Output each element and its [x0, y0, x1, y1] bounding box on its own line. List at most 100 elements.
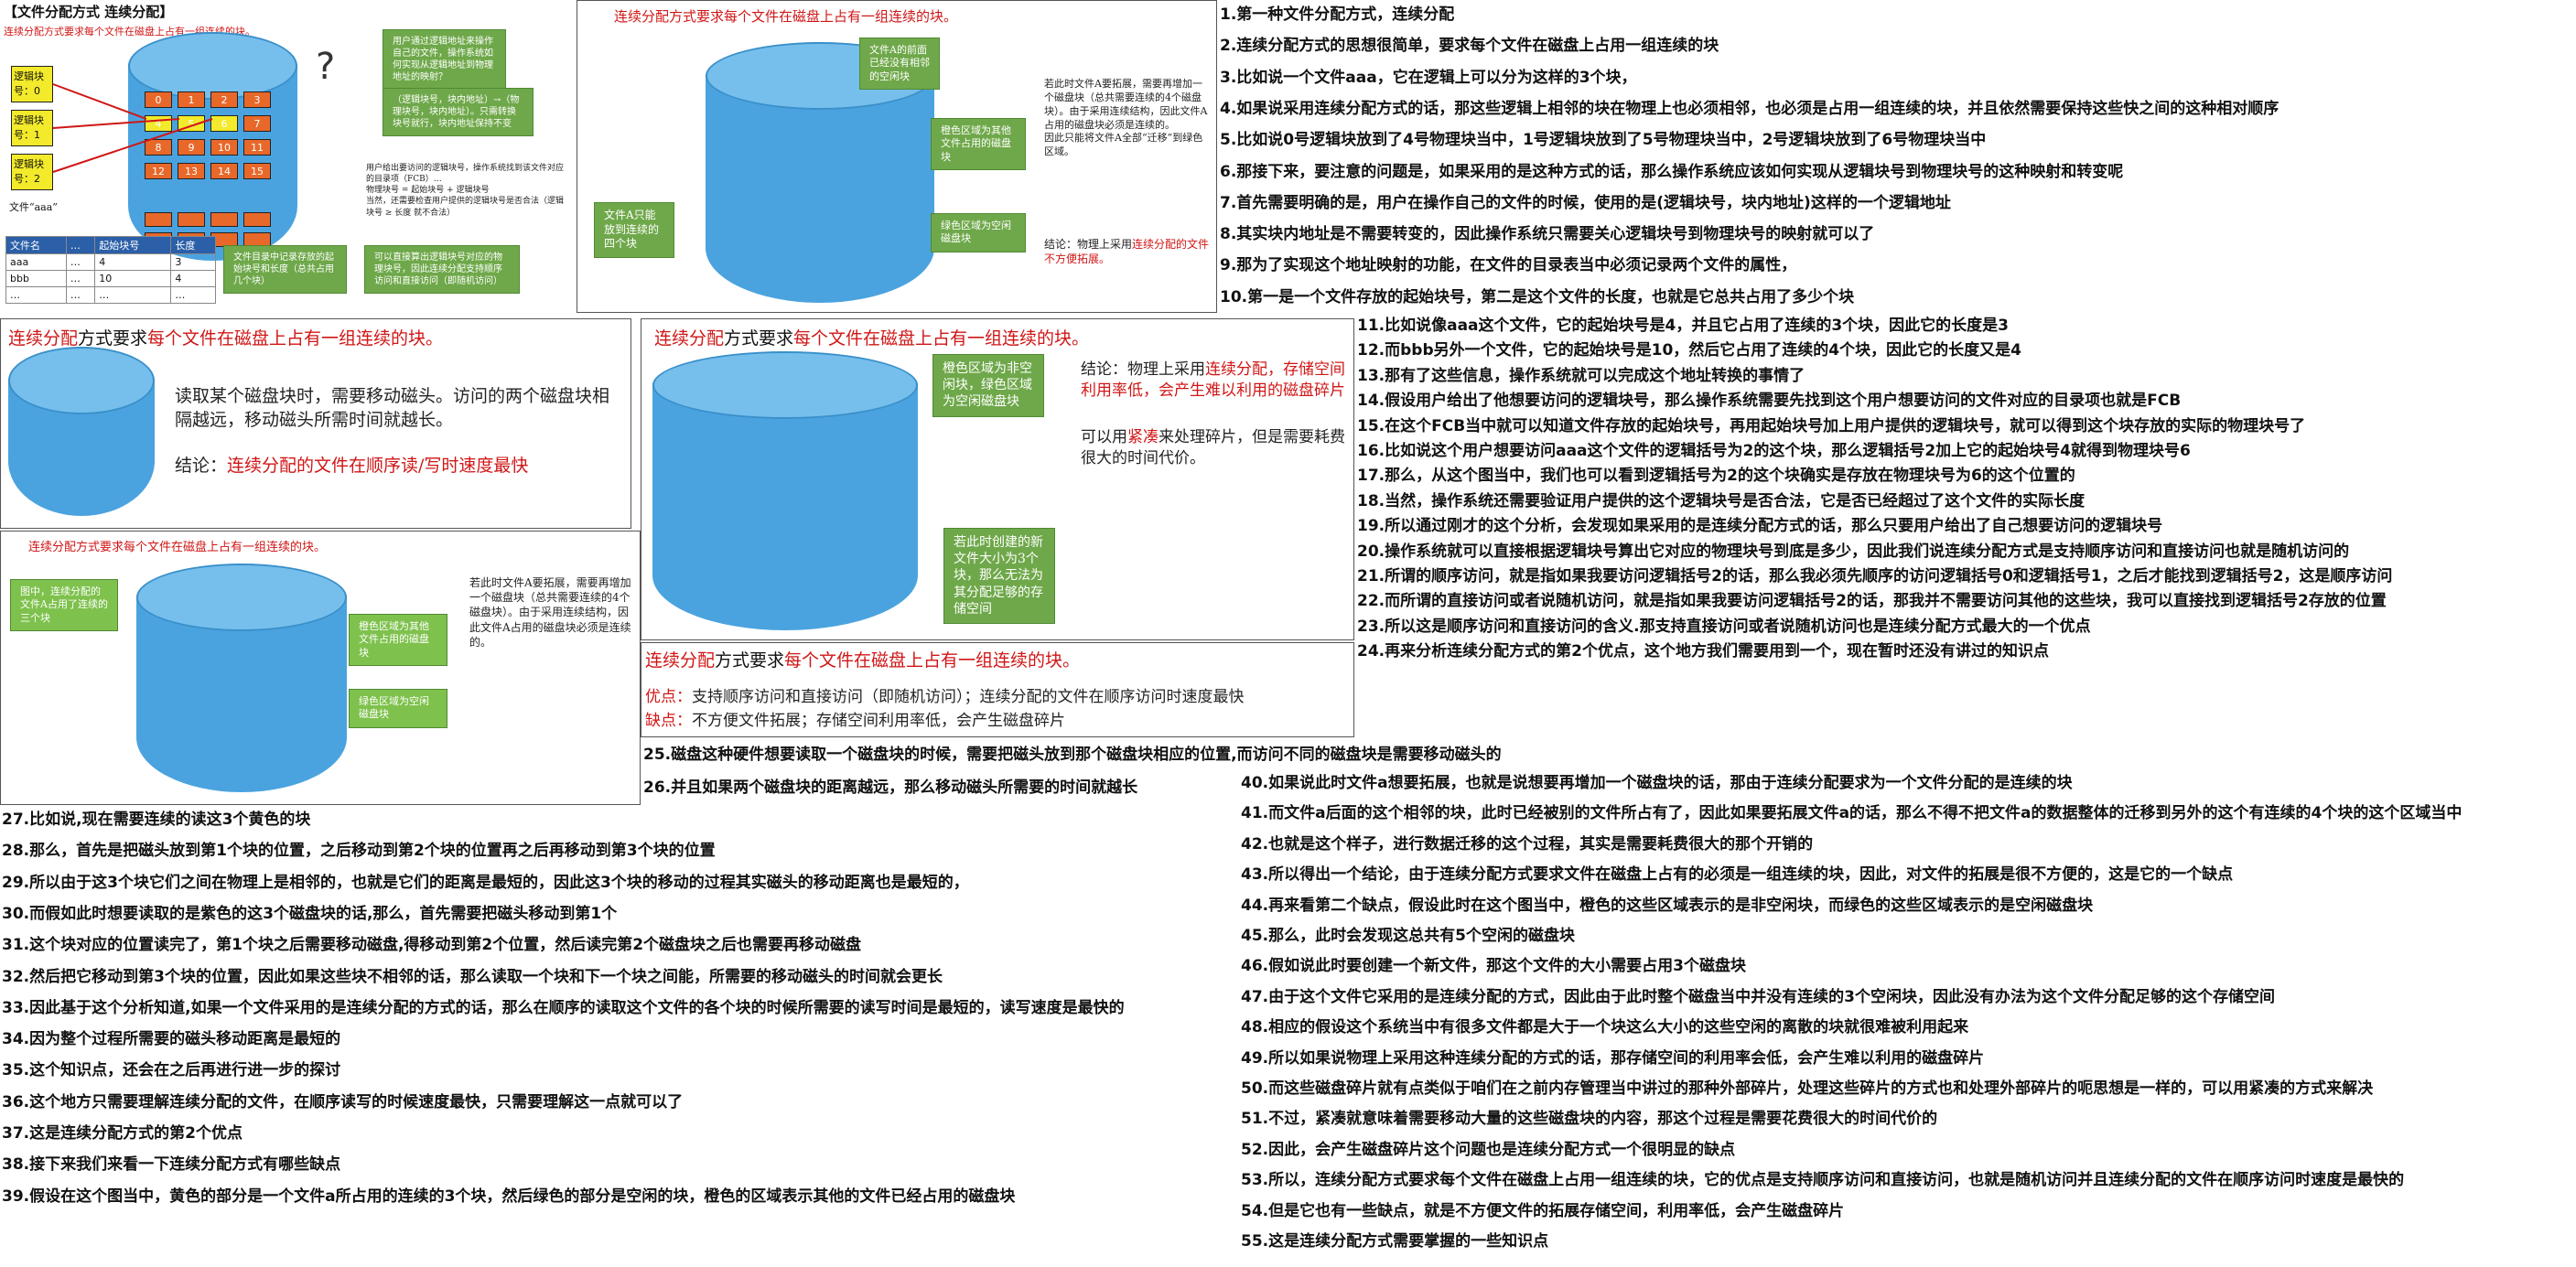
panel-expansion: 连续分配方式要求每个文件在磁盘上占有一组连续的块。 文件A的前面已经没有相邻的空…	[577, 0, 1217, 313]
disk-block: 10	[210, 139, 238, 156]
step-item: 11.比如说像aaa这个文件，它的起始块号是4，并且它占用了连续的3个块，因此它…	[1357, 317, 2010, 335]
step-item: 52.因此，会产生磁盘碎片这个问题也是连续分配方式一个很明显的缺点	[1241, 1140, 1736, 1159]
step-item: 21.所谓的顺序访问，就是指如果我要访问逻辑括号2的话，那么我必须先顺序的访问逻…	[1357, 567, 2393, 585]
dir-header-length: 长度	[170, 236, 216, 254]
bubble-directory-record: 文件目录中记录存放的起始块号和长度（总共占用几个块）	[223, 245, 347, 294]
step-item: 55.这是连续分配方式需要掌握的一些知识点	[1241, 1232, 1549, 1251]
conclusion-sequential-fast: 结论：连续分配的文件在顺序读/写时速度最快	[175, 456, 529, 476]
note-physical-formula: 用户给出要访问的逻辑块号，操作系统找到该文件对应的目录项（FCB）… 物理块号 …	[366, 164, 565, 218]
step-item: 20.操作系统就可以直接根据逻辑块号算出它对应的物理块号到底是多少，因此我们说连…	[1357, 542, 2350, 561]
panel-d-title: 连续分配方式要求每个文件在磁盘上占有一组连续的块。	[654, 328, 1090, 349]
note-expansion: 若此时文件A要拓展，需要再增加一个磁盘块（总共需要连续的4个磁盘块）。由于采用连…	[1044, 78, 1208, 158]
step-item: 49.所以如果说物理上采用这种连续分配的方式的话，那存储空间的利用率会低，会产生…	[1241, 1048, 1985, 1068]
disk-block: 12	[145, 163, 172, 179]
note-expansion-small: 若此时文件A要拓展，需要再增加一个磁盘块（总共需要连续的4个磁盘块）。由于采用连…	[469, 576, 631, 649]
step-item: 10.第一是一个文件存放的起始块号，第二是这个文件的长度，也就是它总共占用了多少…	[1220, 287, 1855, 306]
bubble-no-adjacent-free: 文件A的前面已经没有相邻的空闲块	[859, 38, 940, 90]
step-item: 6.那接下来，要注意的问题是，如果采用的是这种方式的话，那么操作系统应该如何实现…	[1220, 162, 2124, 181]
dir-header-etc: …	[65, 236, 96, 254]
table-row: …………	[5, 286, 216, 304]
summary-disadvantages: 缺点：不方便文件拓展；存储空间利用率低，会产生磁盘碎片	[645, 712, 1065, 730]
step-item: 12.而bbb另外一个文件，它的起始块号是10，然后它占用了连续的4个块，因此它…	[1357, 341, 2021, 360]
step-item: 17.那么，从这个图当中，我们也可以看到逻辑括号为2的这个块确实是存放在物理块号…	[1357, 467, 2075, 486]
disk-block	[210, 212, 238, 227]
step-item: 44.再来看第二个缺点，假设此时在这个图当中，橙色的这些区域表示的是非空闲块，而…	[1241, 896, 2094, 915]
step-item: 14.假设用户给出了他想要访问的逻辑块号，那么操作系统需要先找到这个用户想要访问…	[1357, 392, 2182, 411]
step-item: 51.不过，紧凑就意味着需要移动大量的这些磁盘块的内容，那这个过程是需要花费很大…	[1241, 1110, 1938, 1129]
step-item: 9.那为了实现这个地址映射的功能，在文件的目录表当中必须记录两个文件的属性，	[1220, 256, 1797, 275]
step-item: 15.在这个FCB当中就可以知道文件存放的起始块号，再用起始块号加上用户提供的逻…	[1357, 416, 2306, 435]
disk-cylinder	[8, 347, 155, 516]
step-item: 13.那有了这些信息，操作系统就可以完成这个地址转换的事情了	[1357, 366, 1805, 385]
step-item: 33.因此基于这个分析知道,如果一个文件采用的是连续分配的方式的话，那么在顺序的…	[2, 998, 1125, 1017]
panel-seek-time: 连续分配方式要求每个文件在磁盘上占有一组连续的块。 读取某个磁盘块时，需要移动磁…	[0, 318, 631, 529]
step-item: 39.假设在这个图当中，黄色的部分是一个文件a所占用的连续的3个块，然后绿色的部…	[2, 1186, 1016, 1206]
step-item: 24.再来分析连续分配方式的第2个优点，这个地方我们需要用到一个，现在暂时还没有…	[1357, 642, 2049, 661]
disk-block: 15	[243, 163, 271, 179]
mapping-arrows	[52, 83, 213, 173]
step-item: 36.这个地方只需要理解连续分配的文件，在顺序读写的时候速度最快，只需要理解这一…	[2, 1092, 684, 1111]
disk-block	[145, 212, 172, 227]
step-item: 23.所以这是顺序访问和直接访问的含义.那支持直接访问或者说随机访问也是连续分配…	[1357, 617, 2091, 636]
disk-cylinder	[136, 564, 347, 792]
file-label: 文件“aaa”	[9, 201, 58, 213]
panel-f-title: 连续分配方式要求每个文件在磁盘上占有一组连续的块。	[645, 650, 1081, 671]
step-item: 45.那么，此时会发现这总共有5个空闲的磁盘块	[1241, 927, 1575, 945]
disk-block: 14	[210, 163, 238, 179]
panel-e-subtitle: 连续分配方式要求每个文件在磁盘上占有一组连续的块。	[28, 541, 327, 554]
step-item: 42.也就是这个样子，进行数据迁移的这个过程，其实是需要耗费很大的那个开销的	[1241, 834, 1814, 854]
logical-block-1: 逻辑块号：1	[11, 110, 53, 146]
step-item: 26.并且如果两个磁盘块的距离越远，那么移动磁头所需要的时间就越长	[643, 778, 1138, 797]
step-item: 32.然后把它移动到第3个块的位置，因此如果这些块不相邻的话，那么读取一个块和下…	[2, 967, 943, 986]
logical-block-2: 逻辑块号：2	[11, 154, 53, 190]
step-item: 19.所以通过刚才的这个分析，会发现如果采用的是连续分配方式的话，那么只要用户给…	[1357, 517, 2163, 536]
disk-block: 8	[145, 139, 172, 156]
step-item: 8.其实块内地址是不需要转变的，因此操作系统只需要关心逻辑块号到物理块号的映射就…	[1220, 225, 1875, 244]
step-item: 5.比如说0号逻辑块放到了4号物理块当中，1号逻辑块放到了5号物理块当中，2号逻…	[1220, 131, 1987, 150]
disk-block: 2	[210, 91, 238, 108]
step-item: 30.而假如此时想要读取的是紫色的这3个磁盘块的话,那么，首先需要把磁头移动到第…	[2, 904, 618, 923]
disk-block: 1	[178, 91, 205, 108]
step-item: 40.如果说此时文件a想要拓展，也就是说想要再增加一个磁盘块的话，那由于连续分配…	[1241, 774, 2073, 792]
note-seek-distance: 读取某个磁盘块时，需要移动磁头。访问的两个磁盘块相隔越远，移动磁头所需时间就越长…	[175, 386, 610, 430]
bubble-mapping-question: 用户通过逻辑地址来操作自己的文件，操作系统如何实现从逻辑地址到物理地址的映射？	[383, 29, 506, 90]
bubble-orange-occupied: 橙色区域为其他文件占用的磁盘块	[349, 614, 447, 666]
step-item: 41.而文件a后面的这个相邻的块，此时已经被别的文件所占有了，因此如果要拓展文件…	[1241, 804, 2463, 823]
panel-summary: 连续分配方式要求每个文件在磁盘上占有一组连续的块。 优点：支持顺序访问和直接访问…	[641, 642, 1354, 737]
disk-cylinder	[652, 351, 918, 630]
step-item: 4.如果说采用连续分配方式的话，那这些逻辑上相邻的块在物理上也必须相邻，也必须是…	[1220, 99, 2280, 118]
step-item: 2.连续分配方式的思想很简单，要求每个文件在磁盘上占用一组连续的块	[1220, 37, 1719, 56]
panel-fragmentation: 连续分配方式要求每个文件在磁盘上占有一组连续的块。 橙色区域为非空闲块，绿色区域…	[641, 318, 1354, 640]
step-item: 53.所以，连续分配方式要求每个文件在磁盘上占用一组连续的块，它的优点是支持顺序…	[1241, 1171, 2405, 1190]
step-item: 25.磁盘这种硬件想要读取一个磁盘块的时候，需要把磁头放到那个磁盘块相应的位置,…	[643, 746, 1502, 764]
step-item: 27.比如说,现在需要连续的读这3个黄色的块	[2, 811, 311, 829]
step-item: 46.假如说此时要创建一个新文件，那这个文件的大小需要占用3个磁盘块	[1241, 957, 1746, 976]
page-title: 【文件分配方式 连续分配】	[4, 4, 174, 20]
step-item: 37.这是连续分配方式的第2个优点	[2, 1124, 243, 1143]
step-item: 29.所以由于这3个块它们之间在物理上是相邻的，也就是它们的距离是最短的，因此这…	[2, 873, 969, 892]
step-item: 34.因为整个过程所需要的磁头移动距离是最短的	[2, 1030, 341, 1049]
disk-block: 13	[178, 163, 205, 179]
conclusion-fragmentation: 结论：物理上采用连续分配，存储空间利用率低，会产生难以利用的磁盘碎片	[1081, 360, 1345, 400]
bubble-direct-access: 可以直接算出逻辑块号对应的物理块号，因此连续分配支持顺序访问和直接访问（即随机访…	[364, 245, 520, 294]
bubble-block-conversion: （逻辑块号，块内地址）→（物理块号，块内地址）。只需转换块号就行，块内地址保持不…	[383, 88, 534, 136]
thinking-person-icon: ?	[316, 46, 336, 88]
disk-block: 3	[243, 91, 271, 108]
step-item: 1.第一种文件分配方式，连续分配	[1220, 5, 1455, 24]
bubble-no-space-new-file: 若此时创建的新文件大小为3个块，那么无法为其分配足够的存储空间	[943, 528, 1055, 624]
note-compaction: 可以用紧凑来处理碎片，但是需要耗费很大的时间代价。	[1081, 428, 1345, 467]
logical-block-0: 逻辑块号：0	[11, 66, 53, 102]
bubble-file-a-three-blocks: 图中，连续分配的文件A占用了连续的三个块	[10, 579, 118, 631]
step-item: 43.所以得出一个结论，由于连续分配方式要求文件在磁盘上占有的必须是一组连续的块…	[1241, 865, 2234, 885]
disk-cylinder	[706, 42, 934, 303]
bubble-move-to-four: 文件A只能放到连续的四个块	[594, 202, 674, 258]
disk-block: 6	[210, 115, 238, 132]
step-item: 54.但是它也有一些缺点，就是不方便文件的拓展存储空间，利用率低，会产生磁盘碎片	[1241, 1201, 1845, 1220]
step-item: 35.这个知识点，还会在之后再进行进一步的探讨	[2, 1061, 341, 1080]
panel-directory-mapping: 【文件分配方式 连续分配】 连续分配方式要求每个文件在磁盘上占有一组连续的块。 …	[0, 0, 572, 311]
dir-header-name: 文件名	[5, 236, 67, 254]
step-item: 16.比如说这个用户想要访问aaa这个文件的逻辑括号为2的这个块，那么逻辑括号2…	[1357, 442, 2191, 460]
